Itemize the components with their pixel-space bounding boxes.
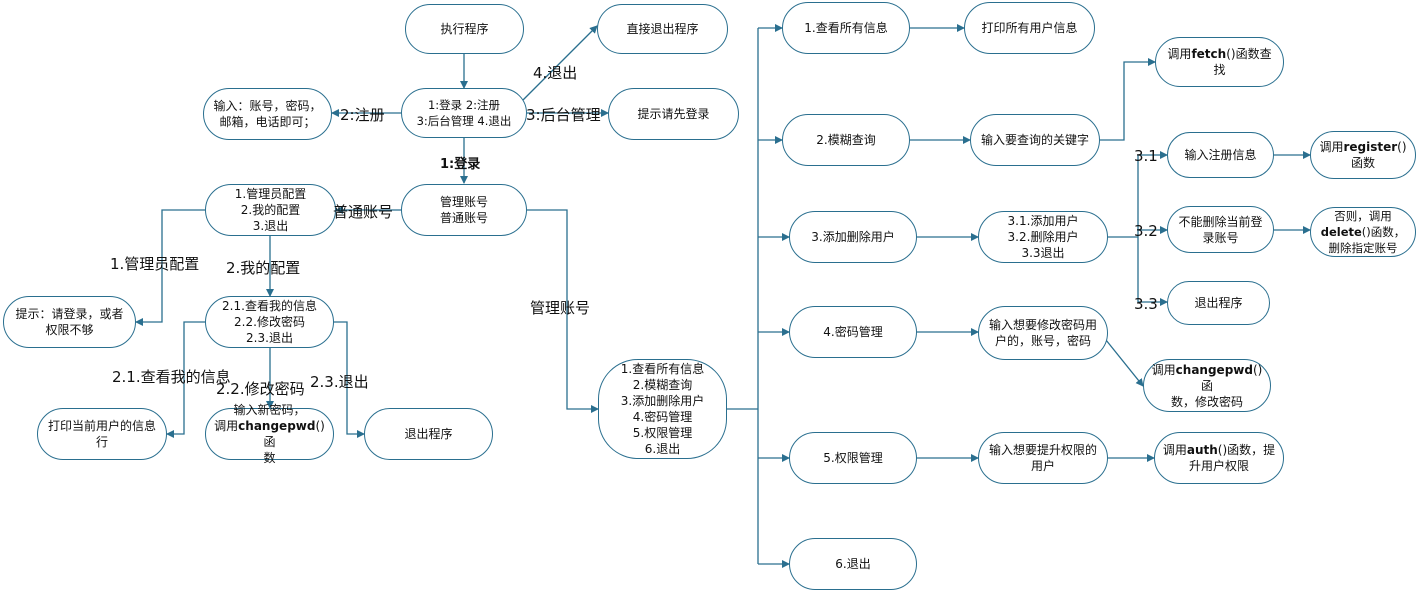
node-a4-in: 输入想要修改密码用 户的，账号，密码	[978, 306, 1108, 360]
edge-23	[334, 321, 365, 438]
node-a5-in: 输入想要提升权限的 用户	[978, 432, 1108, 484]
node-a1: 1.查看所有信息	[782, 2, 910, 54]
node-new-pwd: 输入新密码，调用changepwd()函数	[205, 403, 334, 465]
node-a5-call: 调用auth()函数，提升用户权限	[1154, 432, 1284, 484]
node-register-input: 输入：账号，密码， 邮箱，电话即可；	[203, 88, 332, 140]
node-no-permission: 提示：请登录，或者 权限不够	[3, 296, 136, 348]
node-a31-call: 调用register()函数	[1310, 131, 1416, 179]
node-exit-left: 退出程序	[364, 408, 493, 460]
node-a5: 5.权限管理	[789, 432, 917, 484]
edge-admin-cfg	[135, 209, 205, 326]
node-a4-call: 调用changepwd()函数，修改密码	[1143, 359, 1271, 412]
node-user-menu: 1.管理员配置 2.我的配置 3.退出	[205, 184, 336, 236]
node-hint-login: 提示请先登录	[608, 88, 739, 140]
node-a2-fetch: 调用fetch()函数查找	[1155, 37, 1284, 87]
label-32: 3.2	[1134, 222, 1158, 240]
label-33: 3.3	[1134, 295, 1158, 313]
edge-a2-fetch	[1100, 58, 1156, 141]
node-a3-menu: 3.1.添加用户 3.2.删除用户 3.3退出	[978, 211, 1108, 263]
label-admin3: 3:后台管理	[526, 106, 601, 124]
node-a31: 输入注册信息	[1167, 132, 1274, 178]
node-my-config: 2.1.查看我的信息 2.2.修改密码 2.3.退出	[205, 296, 334, 348]
node-a3: 3.添加删除用户	[789, 211, 917, 263]
node-a1-out: 打印所有用户信息	[964, 2, 1095, 54]
node-print-current: 打印当前用户的信息 行	[37, 408, 167, 460]
node-a33: 退出程序	[1167, 281, 1270, 325]
node-a32: 不能删除当前登 录账号	[1167, 206, 1274, 253]
label-admin-cfg: 1.管理员配置	[110, 255, 200, 273]
label-my-cfg: 2.我的配置	[226, 259, 301, 277]
edge-21	[166, 321, 205, 438]
label-normal: 普通账号	[333, 203, 394, 221]
node-exit-direct: 直接退出程序	[597, 4, 728, 54]
edge-a4-call	[1105, 339, 1144, 387]
edge-admin-account	[527, 209, 599, 413]
label-register2: 2:注册	[340, 106, 385, 124]
label-exit4: 4.退出	[533, 64, 578, 82]
node-run: 执行程序	[405, 4, 524, 54]
node-main-menu: 1:登录 2:注册 3:后台管理 4.退出	[401, 88, 527, 138]
node-a6: 6.退出	[789, 538, 917, 590]
node-account-type: 管理账号 普通账号	[401, 184, 527, 236]
label-22: 2.2.修改密码	[216, 380, 305, 398]
label-admin-account: 管理账号	[530, 299, 591, 317]
label-login1: 1:登录	[440, 157, 481, 172]
node-a2: 2.模糊查询	[782, 114, 910, 166]
node-a2-in: 输入要查询的关键字	[970, 114, 1100, 166]
label-31: 3.1	[1134, 147, 1158, 165]
label-23: 2.3.退出	[310, 373, 369, 391]
label-21: 2.1.查看我的信息	[112, 368, 231, 386]
edge-exit	[522, 25, 598, 101]
node-a4: 4.密码管理	[789, 306, 917, 358]
node-admin-menu: 1.查看所有信息 2.模糊查询 3.添加删除用户 4.密码管理 5.权限管理 6…	[598, 359, 727, 459]
